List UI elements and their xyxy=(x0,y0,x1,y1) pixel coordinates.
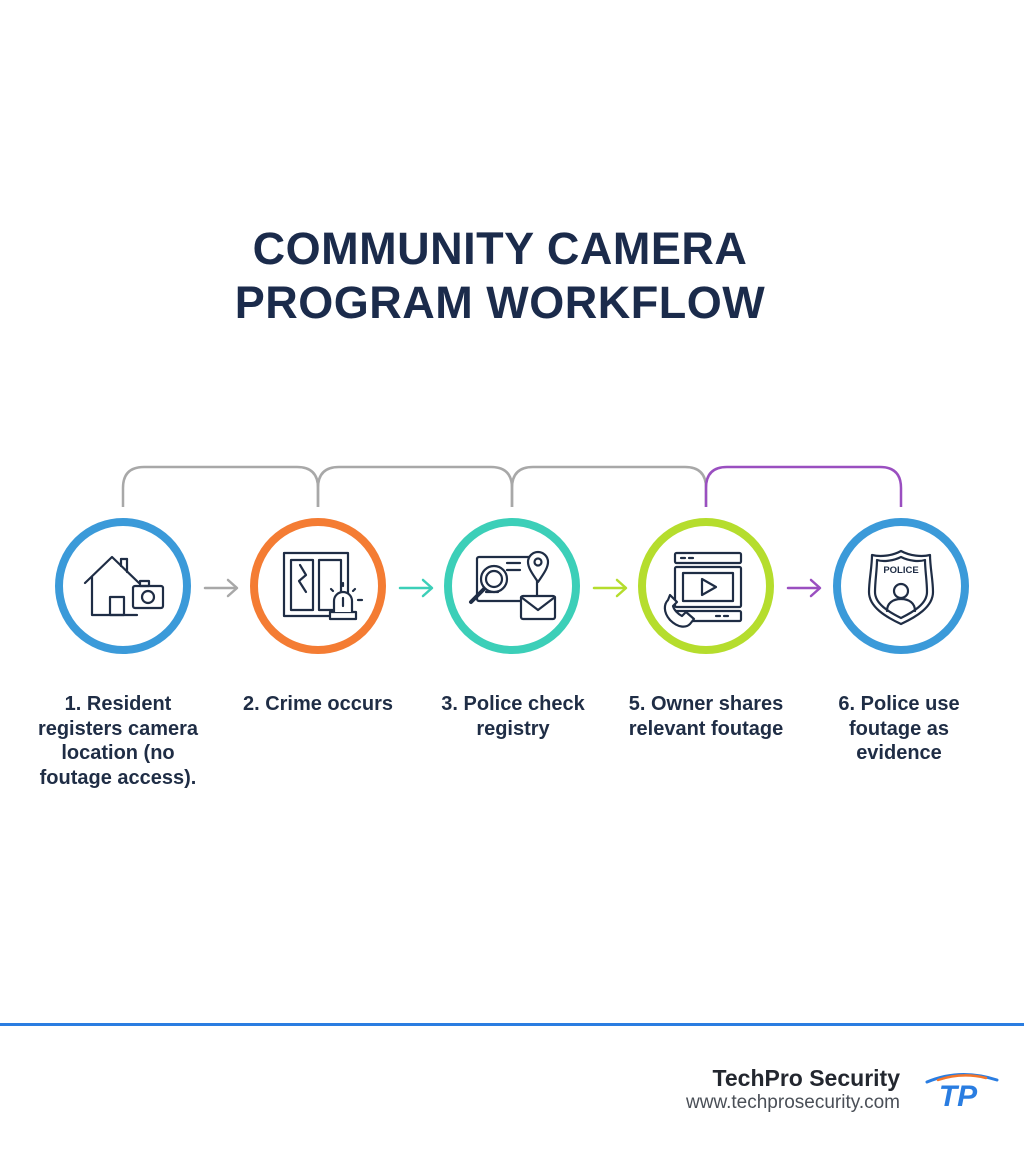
company-name: TechPro Security xyxy=(712,1065,900,1091)
arrow-1-2 xyxy=(203,578,239,598)
video-player-phone-icon xyxy=(663,551,743,628)
step-1-circle xyxy=(55,518,191,654)
police-badge-icon: POLICE xyxy=(867,549,935,626)
bracket-1-2 xyxy=(121,465,320,507)
bracket-3-5 xyxy=(510,465,708,507)
workflow-diagram: POLICE xyxy=(55,465,969,654)
page-title: COMMUNITY CAMERA PROGRAM WORKFLOW xyxy=(0,222,1000,330)
step-3-label: 3. Police check registry xyxy=(441,693,585,740)
bracket-5-6 xyxy=(704,465,903,507)
house-with-camera-icon xyxy=(83,555,165,617)
title-line-2: PROGRAM WORKFLOW xyxy=(234,277,766,328)
logo-text: TP xyxy=(939,1080,978,1113)
company-url: www.techprosecurity.com xyxy=(686,1092,900,1113)
step-5-label: 5. Owner shares relevant foutage xyxy=(628,693,784,740)
svg-text:POLICE: POLICE xyxy=(883,565,918,576)
arrow-5-6 xyxy=(786,578,822,598)
step-6-label: 6. Police use foutage as evidence xyxy=(838,693,960,764)
footer-divider xyxy=(0,1023,1024,1026)
techpro-logo: TP xyxy=(925,1072,999,1113)
step-3-circle xyxy=(444,518,580,654)
map-search-mail-icon xyxy=(469,550,557,621)
brand-block: TechPro Security www.techprosecurity.com xyxy=(686,1064,900,1114)
step-1-label: 1. Resident registers camera location (n… xyxy=(37,693,199,789)
broken-window-alarm-icon xyxy=(282,551,364,621)
step-5-circle xyxy=(638,518,774,654)
step-6-circle xyxy=(833,518,969,654)
arrow-2-3 xyxy=(398,578,434,598)
step-2-label: 2. Crime occurs xyxy=(242,693,394,715)
arrow-3-5 xyxy=(592,578,628,598)
bracket-2-3 xyxy=(316,465,514,507)
title-line-1: COMMUNITY CAMERA xyxy=(252,223,748,274)
